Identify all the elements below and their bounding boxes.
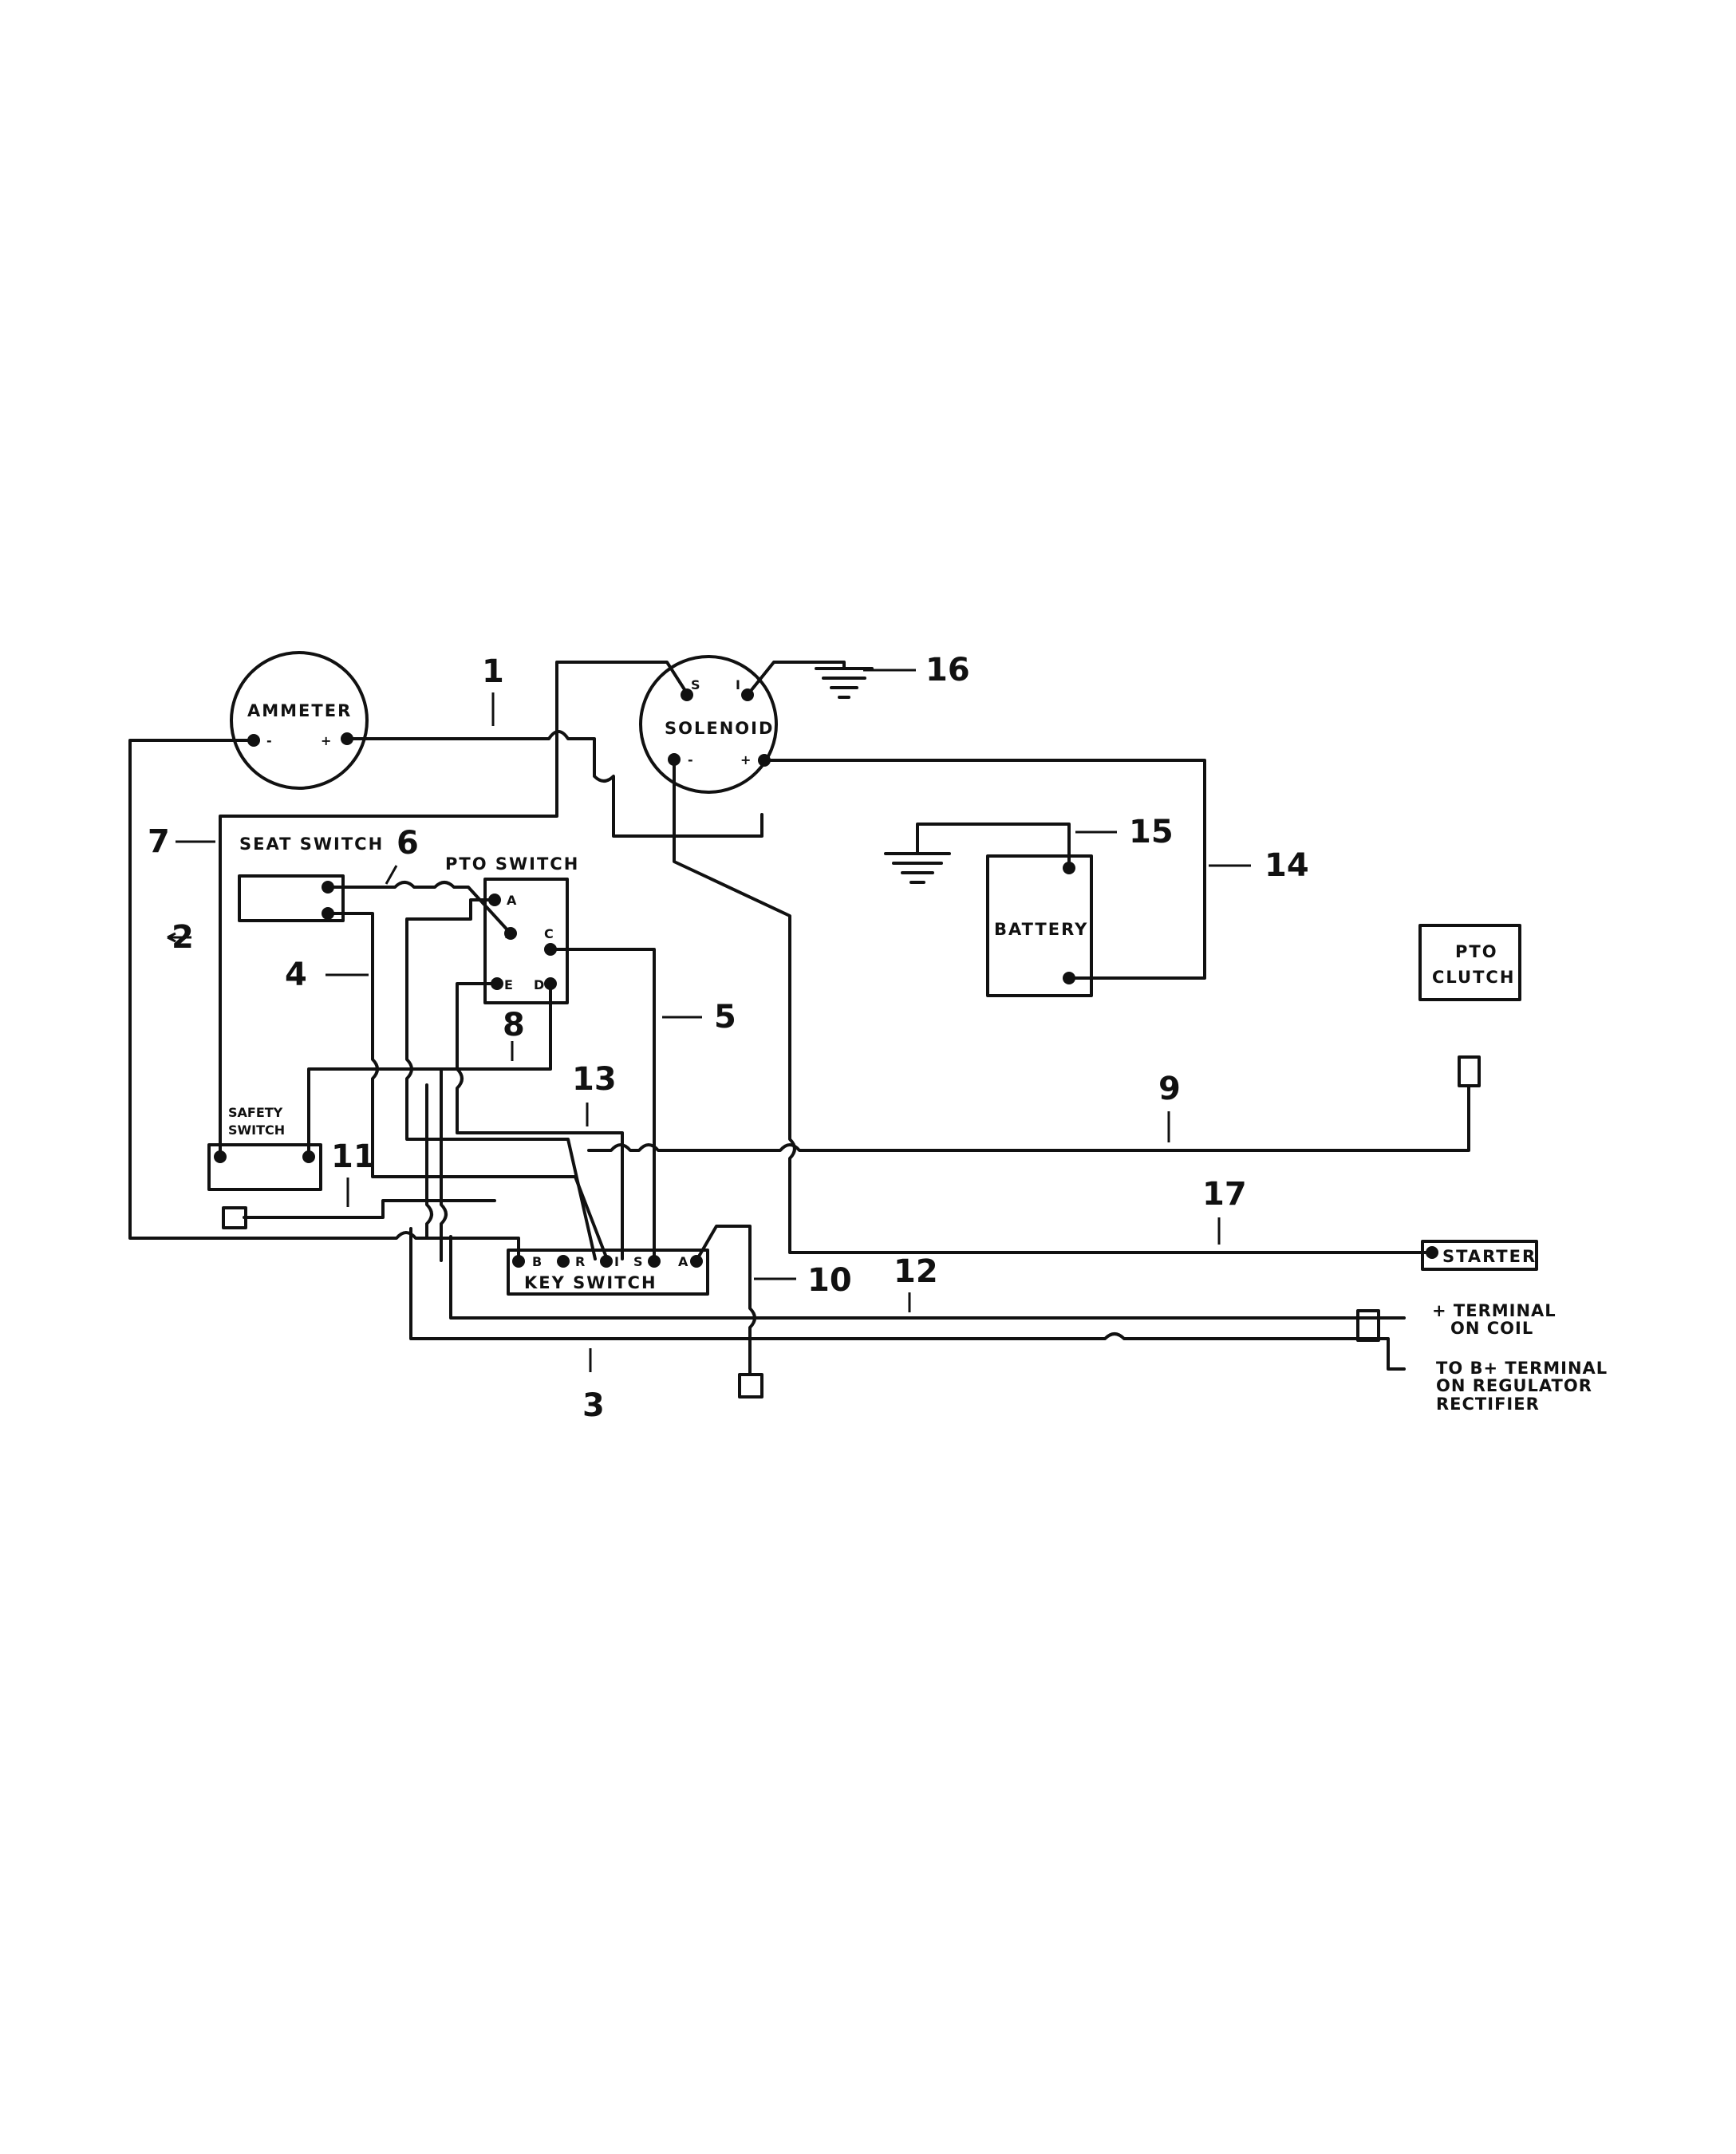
- pto-a-label: A: [507, 893, 517, 908]
- seat-switch-label: SEAT SWITCH: [239, 834, 384, 854]
- pto-clutch-label-line1: PTO: [1455, 942, 1498, 961]
- coil-label-line2: ON COIL: [1450, 1319, 1533, 1338]
- wire-5: [549, 948, 656, 1260]
- wire-17: [673, 758, 1434, 1254]
- wire-10: [695, 1225, 756, 1376]
- callout-6: 6: [397, 825, 419, 862]
- callout-14: 14: [1265, 847, 1309, 884]
- wire-7: [219, 661, 688, 1154]
- key-a-label: A: [678, 1254, 688, 1269]
- safety-switch-body: [207, 1143, 322, 1191]
- starter-body: [1421, 1240, 1538, 1271]
- pto-d-label: D: [534, 977, 544, 992]
- callout-3: 3: [582, 1387, 605, 1424]
- connector-coil: [1356, 1309, 1380, 1342]
- callout-8: 8: [503, 1007, 525, 1043]
- battery-label: BATTERY: [994, 920, 1088, 939]
- ammeter-label: AMMETER: [247, 701, 352, 720]
- pto-clutch-label-line2: CLUTCH: [1432, 968, 1515, 987]
- pto-c-label: C: [544, 926, 554, 941]
- terminal-dots: [214, 688, 1438, 1268]
- wire-bundle-a: [440, 1067, 448, 1262]
- wire-2: [128, 739, 520, 1263]
- callout-leaders: [167, 669, 1251, 1372]
- wire-4: [326, 912, 608, 1259]
- connector-11: [222, 1206, 247, 1229]
- starter-label: STARTER: [1442, 1247, 1537, 1266]
- wire-9: [587, 1084, 1470, 1152]
- callout-16: 16: [925, 652, 970, 688]
- pto-switch-body: [483, 878, 569, 1004]
- pto-switch-label: PTO SWITCH: [445, 854, 579, 874]
- solenoid-body: [639, 655, 778, 794]
- ground-symbol-battery: [884, 852, 951, 884]
- key-r-label: R: [575, 1254, 585, 1269]
- callout-11: 11: [331, 1138, 376, 1175]
- wire-14: [763, 759, 1206, 980]
- wire-15: [916, 823, 1071, 870]
- ammeter-plus-label: +: [321, 733, 331, 748]
- safety-switch-label-line1: SAFETY: [228, 1105, 283, 1120]
- regulator-label-line2: ON REGULATOR: [1436, 1376, 1592, 1395]
- callout-2: 2: [172, 919, 194, 956]
- solenoid-plus-label: +: [740, 752, 751, 767]
- callout-9: 9: [1158, 1071, 1181, 1107]
- callout-10: 10: [807, 1262, 852, 1299]
- regulator-label-line3: RECTIFIER: [1436, 1395, 1540, 1414]
- ammeter-minus-label: -: [266, 733, 272, 748]
- solenoid-s-label: S: [691, 677, 700, 692]
- coil-label-line1: + TERMINAL: [1432, 1301, 1556, 1320]
- callout-4: 4: [285, 957, 307, 993]
- seat-switch-body: [238, 874, 345, 922]
- connector-10: [738, 1373, 763, 1399]
- callout-7: 7: [148, 823, 170, 860]
- safety-switch-label-line2: SWITCH: [228, 1122, 285, 1138]
- wire-3: [409, 1227, 1406, 1371]
- wire-8: [307, 982, 552, 1158]
- callout-13: 13: [572, 1061, 617, 1098]
- wire-pto-a: [405, 898, 597, 1260]
- callout-5: 5: [714, 999, 736, 1036]
- callout-1: 1: [482, 653, 504, 690]
- key-i-label: I: [614, 1254, 619, 1269]
- key-b-label: B: [532, 1254, 542, 1269]
- pto-e-label: E: [504, 977, 513, 992]
- solenoid-i-label: I: [736, 677, 740, 692]
- key-switch-body: [507, 1249, 709, 1296]
- pto-clutch-body: [1418, 924, 1521, 1001]
- pto-b-label: B: [504, 926, 514, 941]
- ground-symbol-solenoid: [815, 667, 874, 699]
- wire-6: [326, 881, 512, 935]
- wire-13: [456, 982, 624, 1260]
- callout-17: 17: [1202, 1176, 1247, 1213]
- wire-12: [449, 1235, 1406, 1320]
- battery-body: [986, 854, 1093, 997]
- wire-11: [243, 1199, 496, 1219]
- solenoid-minus-label: -: [688, 752, 693, 767]
- ammeter-body: [230, 651, 369, 790]
- solenoid-label: SOLENOID: [665, 719, 774, 738]
- callout-15: 15: [1129, 814, 1174, 850]
- wire-bundle-b: [425, 1083, 433, 1240]
- key-s-label: S: [633, 1254, 643, 1269]
- callout-12: 12: [894, 1253, 938, 1290]
- connector-clutch: [1458, 1055, 1481, 1087]
- regulator-label-line1: TO B+ TERMINAL: [1436, 1359, 1608, 1378]
- key-switch-label: KEY SWITCH: [524, 1273, 657, 1292]
- wire-1: [345, 730, 763, 838]
- wire-16: [746, 661, 846, 696]
